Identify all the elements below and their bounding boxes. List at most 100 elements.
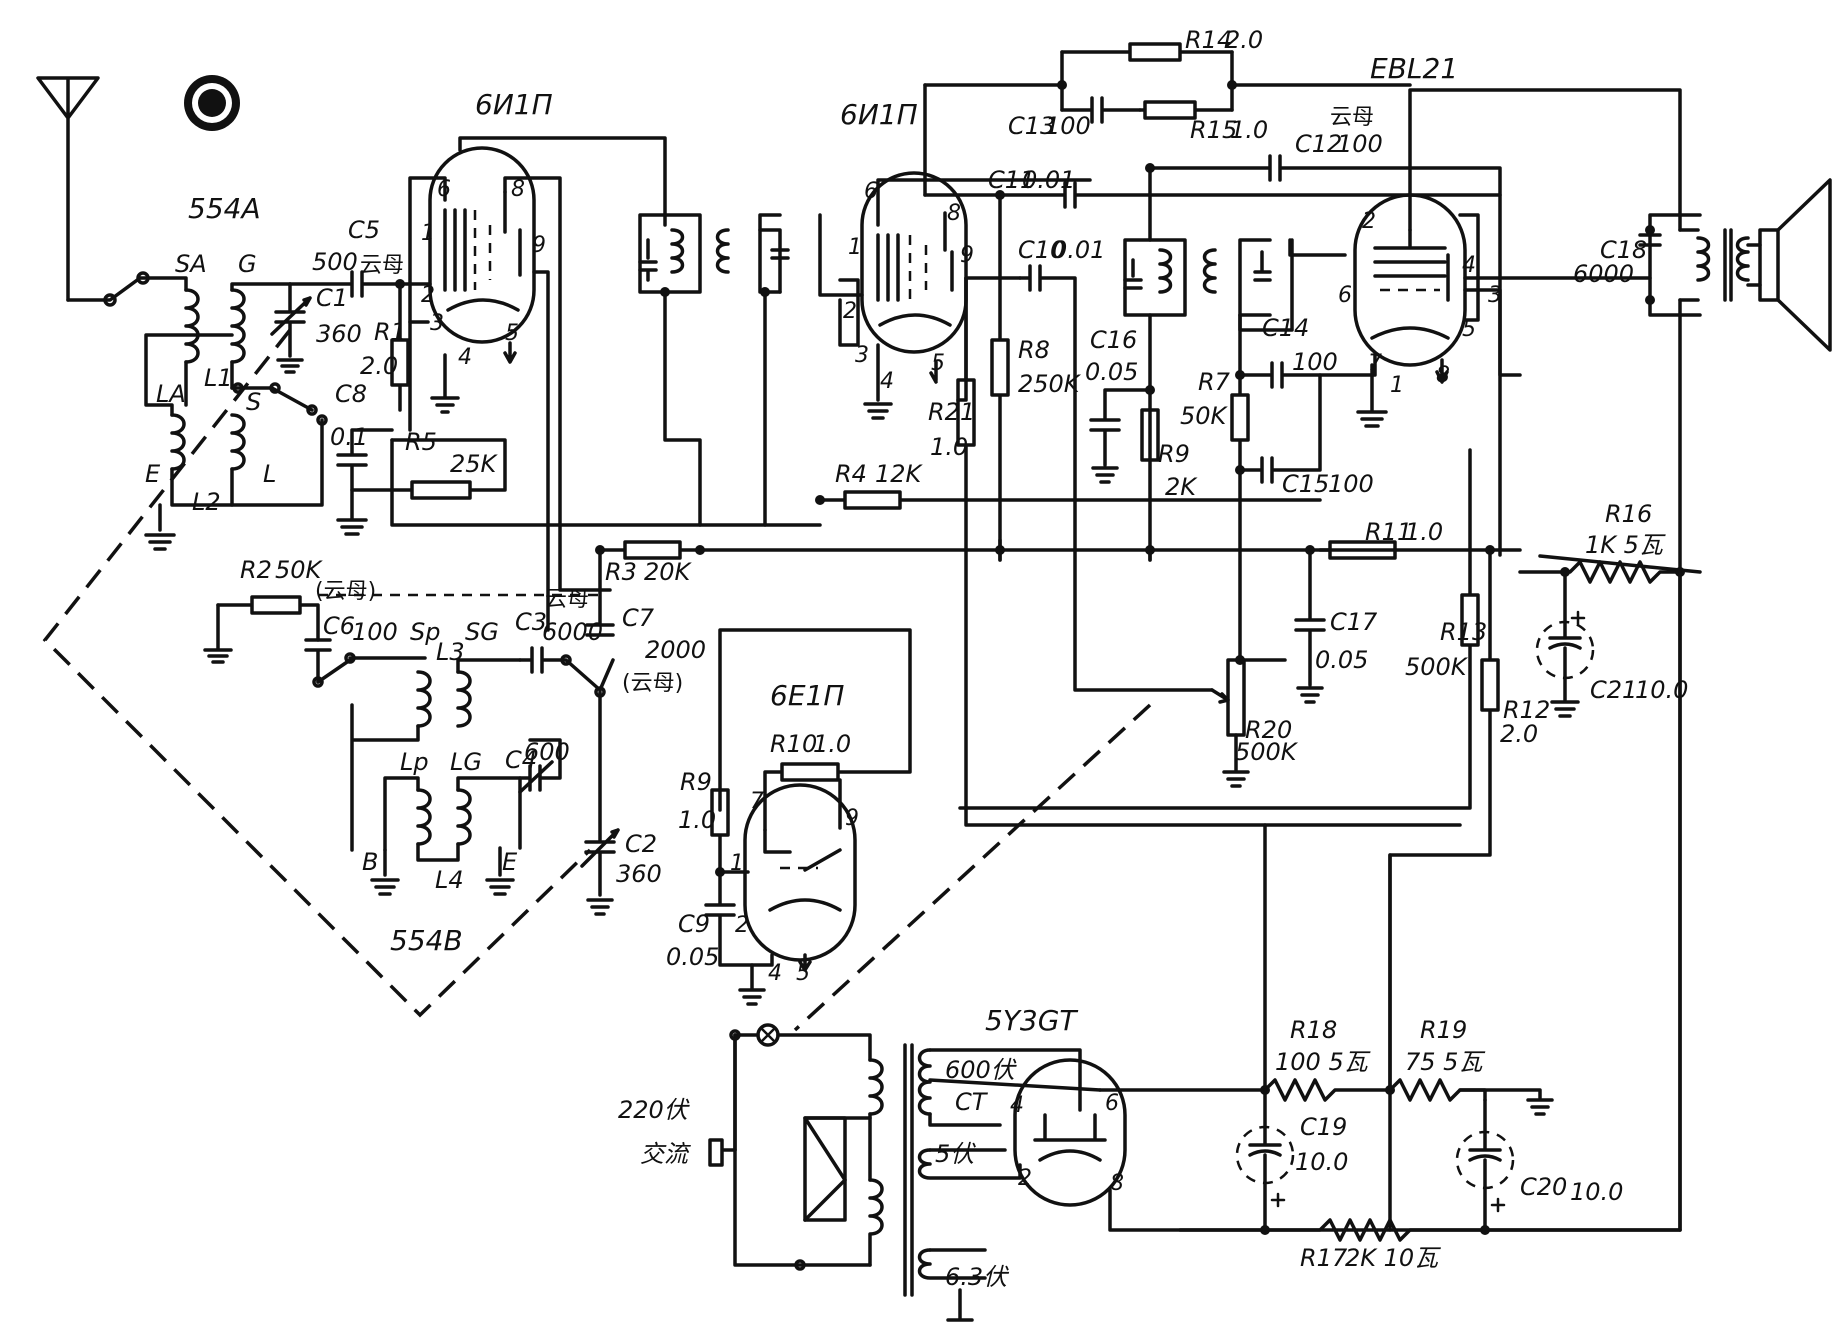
- c2-variable-capacitor: [580, 690, 620, 916]
- r7-value: 50K: [1180, 402, 1229, 430]
- mains-ac-label: 交流: [640, 1140, 691, 1168]
- r18-value: 100 5瓦: [1275, 1048, 1371, 1076]
- v1-pin-2: 2: [421, 283, 435, 308]
- coil-b-label: B: [362, 848, 378, 876]
- v2-pin-4: 4: [880, 369, 894, 394]
- manufacturer-logo: [184, 75, 240, 131]
- c16-value: 0.05: [1085, 358, 1138, 386]
- v2-pin-1: 1: [848, 235, 862, 260]
- antenna-icon: [36, 76, 150, 307]
- v3-pin-4: 4: [1462, 253, 1476, 278]
- c2-value: 360: [616, 860, 662, 888]
- c17-capacitor: [1294, 548, 1326, 704]
- r9a-label: R9: [1158, 440, 1190, 468]
- c7-mica: (云母): [622, 671, 683, 696]
- sec-5v-label: 5伏: [935, 1140, 977, 1168]
- c15-capacitor: [1238, 373, 1322, 484]
- r17-label: R17: [1300, 1244, 1348, 1272]
- r16-resistor: [1518, 560, 1685, 584]
- c3-value: 6000: [542, 618, 603, 646]
- v4-pin-7: 7: [750, 789, 764, 814]
- c14-capacitor: [1238, 353, 1377, 389]
- coil-e2-label: E: [502, 848, 518, 876]
- v1-pin-3: 3: [430, 311, 444, 336]
- rect-pin-8: 8: [1110, 1171, 1124, 1196]
- r12-label: R12: [1503, 696, 1550, 724]
- coil-l4-label: L4: [435, 866, 464, 894]
- r15-resistor: [923, 83, 1234, 197]
- r15-label: R15: [1190, 116, 1237, 144]
- r17-value: 2K 10瓦: [1345, 1244, 1441, 1272]
- c18-value: 6000: [1573, 260, 1634, 288]
- r10-label: R10: [770, 730, 817, 758]
- v2-pin-9: 9: [960, 243, 974, 268]
- c19-value: 10.0: [1295, 1148, 1348, 1176]
- c11-value: 0.01: [1022, 166, 1075, 194]
- c15-value: 100: [1328, 470, 1374, 498]
- if-transformer-2: [1123, 166, 1347, 562]
- r20-potentiometer: [1210, 658, 1250, 788]
- r9a-value: 2K: [1165, 473, 1198, 501]
- c10-capacitor: [1018, 264, 1214, 692]
- coil-lp-lg: [370, 776, 522, 896]
- c20-electrolytic: [1455, 1088, 1515, 1232]
- c16-label: C16: [1090, 326, 1137, 354]
- junction-dots: [395, 80, 1655, 877]
- v3-wiring: [1356, 88, 1682, 428]
- c19-label: C19: [1300, 1113, 1347, 1141]
- c14-value: 100: [1292, 348, 1338, 376]
- c1-label: C1: [316, 284, 348, 312]
- c4-value: 600: [524, 738, 570, 766]
- v4-pin-1: 1: [730, 851, 744, 876]
- v3-pin-1: 1: [1390, 373, 1404, 398]
- v4-pin-9: 9: [845, 806, 859, 831]
- v2-pin-2: 2: [843, 299, 857, 324]
- tube-v3-label: EBL21: [1370, 52, 1458, 85]
- c13-label: C13: [1008, 112, 1055, 140]
- c1-variable-capacitor: [270, 282, 312, 374]
- if-transformer-1: [638, 213, 864, 527]
- r8-value: 250K: [1018, 370, 1082, 398]
- gang-tuning-link: [42, 328, 592, 1018]
- r18-label: R18: [1290, 1016, 1337, 1044]
- coil-lp-label: Lp: [400, 748, 429, 776]
- v2-pin-3: 3: [855, 343, 869, 368]
- coil-l1-label: L1: [204, 364, 233, 392]
- tube-rectifier-5y3gt: [1013, 1058, 1127, 1207]
- tube-v4-6e1p: [743, 783, 857, 962]
- v1-pin-5: 5: [505, 321, 519, 346]
- r14-label: R14: [1185, 26, 1232, 54]
- r16-value: 1K 5瓦: [1585, 531, 1666, 559]
- c9-value: 0.05: [666, 943, 719, 971]
- r14-value: 2.0: [1225, 26, 1263, 54]
- r10-value: 1.0: [813, 730, 851, 758]
- c7-label: C7: [622, 604, 655, 632]
- r20-value: 500K: [1235, 738, 1299, 766]
- tube-v4-label: 6E1П: [770, 679, 844, 712]
- speaker-icon: [1746, 178, 1832, 352]
- r19-value: 75 5瓦: [1405, 1048, 1485, 1076]
- r2-label: R2: [240, 556, 272, 584]
- coil-g-label: G: [238, 250, 257, 278]
- power-transformer: [733, 1023, 1102, 1322]
- v2-pin-6: 6: [864, 179, 878, 204]
- r15-value: 1.0: [1230, 116, 1268, 144]
- c8-capacitor: [336, 428, 394, 536]
- r9b-label: R9: [680, 768, 712, 796]
- rect-pin-6: 6: [1105, 1091, 1119, 1116]
- r10-resistor: [718, 628, 912, 832]
- r11-resistor: [1318, 540, 1397, 560]
- c13-value: 100: [1045, 112, 1091, 140]
- c6-value: 100: [352, 618, 398, 646]
- r7-label: R7: [1198, 368, 1231, 396]
- r16-label: R16: [1605, 500, 1652, 528]
- tube-v1-label: 6И1П: [475, 88, 553, 121]
- c12-mica: 云母: [1330, 105, 1374, 130]
- c16-capacitor: [1089, 388, 1152, 484]
- c6-label: C6: [323, 612, 355, 640]
- r3-value: 20K: [644, 558, 693, 586]
- r3-label: R3: [605, 558, 637, 586]
- r17-resistor: [1108, 1188, 1682, 1242]
- c12-value: 100: [1337, 130, 1383, 158]
- coil-l2-label: L2: [192, 488, 221, 516]
